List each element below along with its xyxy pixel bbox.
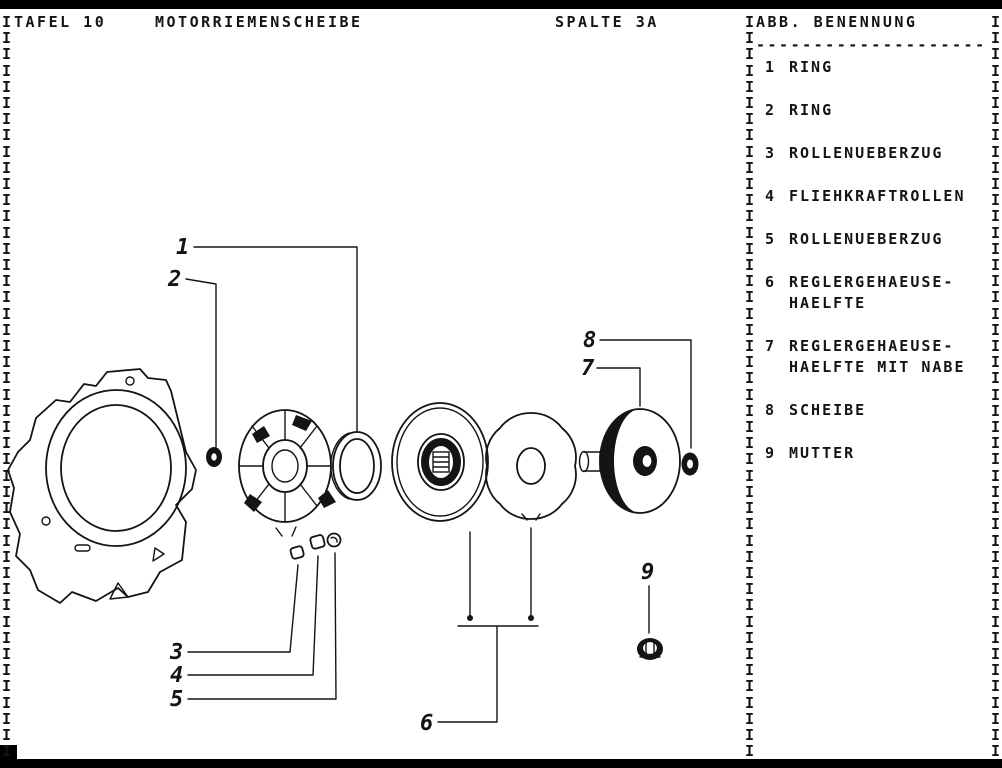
part-number: 7 [765, 337, 777, 355]
leader-lines [185, 246, 692, 723]
callout-4: 4 [170, 663, 183, 688]
rollers [289, 532, 342, 560]
exploded-diagram: 1 2 3 4 5 6 7 8 9 [7, 235, 699, 736]
parts-list-row: 3 ROLLENUEBERZUG [765, 143, 995, 164]
washer-part-8 [681, 452, 699, 476]
parts-list-row: 6 REGLERGEHAEUSE- HAELFTE [765, 272, 995, 314]
tafel-label: TAFEL 10 [14, 13, 107, 31]
ring-part-2 [206, 447, 222, 467]
part-number: 5 [765, 230, 777, 248]
table-left-border-column: I I I I I I I I I I I I I I I I I I I I … [745, 13, 755, 761]
callout-2: 2 [167, 267, 181, 292]
callout-7: 7 [581, 356, 595, 381]
parts-list-row: 7 REGLERGEHAEUSE- HAELFTE MIT NABE [765, 336, 995, 378]
left-border-column: I I I I I I I I I I I I I I I I I I I I … [2, 13, 12, 761]
callout-8: 8 [583, 328, 596, 353]
parts-list-row: 5 ROLLENUEBERZUG [765, 229, 995, 250]
fan-housing [7, 368, 197, 604]
top-edge-bar [0, 0, 1002, 9]
part-number: 6 [765, 273, 777, 291]
part-number: 1 [765, 58, 777, 76]
bottom-left-corner-blob [0, 745, 17, 768]
callout-6: 6 [420, 711, 433, 736]
part-name: ROLLENUEBERZUG [789, 230, 944, 248]
parts-table-header: ABB. BENENNUNG [756, 13, 918, 31]
ring-part-1 [330, 431, 382, 501]
parts-list-row: 8 SCHEIBE [765, 400, 995, 421]
callout-9: 9 [641, 560, 654, 585]
parts-list-row: 2 RING [765, 100, 995, 121]
spalte-label: SPALTE 3A [555, 13, 659, 31]
part-name: REGLERGEHAEUSE- HAELFTE MIT NABE [789, 337, 966, 376]
variator-spider [238, 409, 336, 537]
part-number: 2 [765, 101, 777, 119]
parts-list-row: 4 FLIEHKRAFTROLLEN [765, 186, 995, 207]
callout-1: 1 [176, 235, 189, 260]
table-header-divider: -------------------- [756, 36, 987, 54]
callout-5: 5 [170, 687, 183, 712]
part-name: MUTTER [789, 444, 856, 462]
part-name: RING [789, 101, 834, 119]
part-name: FLIEHKRAFTROLLEN [789, 187, 966, 205]
callout-3: 3 [169, 640, 183, 665]
part-name: RING [789, 58, 834, 76]
page-title: MOTORRIEMENSCHEIBE [155, 13, 363, 31]
right-border-column: I I I I I I I I I I I I I I I I I I I I … [991, 13, 1001, 761]
callout-numbers: 1 2 3 4 5 6 7 8 9 [167, 235, 654, 736]
part-number: 9 [765, 444, 777, 462]
part-number: 3 [765, 144, 777, 162]
parts-list-row: 9 MUTTER [765, 443, 995, 464]
part-number: 8 [765, 401, 777, 419]
part-number: 4 [765, 187, 777, 205]
pulley-half-left [391, 402, 489, 522]
pulley-with-hub [578, 408, 681, 514]
part-name: SCHEIBE [789, 401, 867, 419]
pulley-half-scalloped [485, 412, 577, 521]
nut-part-9 [637, 638, 663, 660]
part-name: REGLERGEHAEUSE- HAELFTE [789, 273, 955, 312]
bottom-edge-bar [0, 759, 1002, 768]
parts-list-row: 1 RING [765, 57, 995, 78]
part-name: ROLLENUEBERZUG [789, 144, 944, 162]
